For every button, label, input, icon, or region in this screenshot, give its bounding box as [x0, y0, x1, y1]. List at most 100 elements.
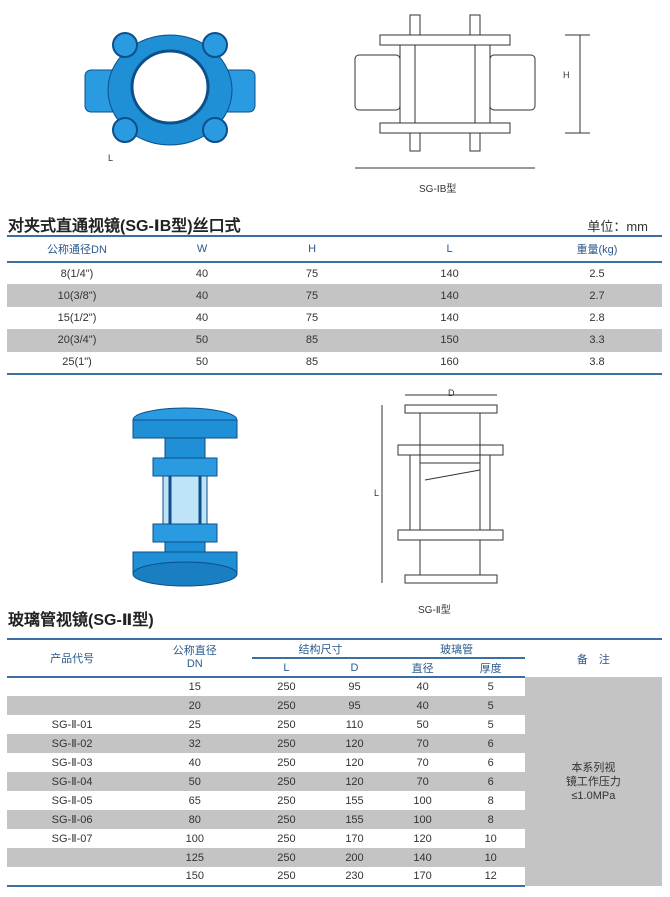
table-cell: 5	[487, 718, 494, 731]
table-cell: 50	[416, 718, 429, 731]
table-cell: 250	[252, 867, 321, 887]
table-cell: 50	[195, 356, 209, 369]
table-cell: 140	[440, 267, 459, 280]
table-cell: 140	[367, 284, 532, 307]
table-cell: 100	[388, 810, 457, 829]
table-cell: 10	[484, 832, 497, 845]
table-cell: 40	[195, 311, 209, 324]
table-cell: 170	[388, 867, 457, 887]
table-cell: 250	[277, 681, 296, 693]
table-cell: 250	[252, 696, 321, 715]
remark-line: 本系列视	[571, 761, 616, 774]
col-header-structure: 结构尺寸	[298, 643, 343, 656]
table-cell: SG-Ⅱ-01	[51, 719, 93, 731]
table-cell: 10(3/8")	[7, 284, 147, 307]
table-cell: 200	[320, 848, 389, 867]
table-cell: 2.8	[589, 311, 605, 324]
table-cell: 5	[456, 696, 525, 715]
table-cell: 32	[137, 734, 253, 753]
table-cell: 65	[188, 794, 201, 807]
table-cell: 3.3	[532, 329, 662, 352]
table-cell: SG-Ⅱ-07	[51, 833, 93, 845]
col-header: 重量(kg)	[532, 236, 662, 263]
col-header-d: D	[320, 657, 389, 678]
table-cell: 2.5	[589, 267, 605, 280]
table-cell: 230	[320, 867, 389, 887]
table-cell: 250	[252, 734, 321, 753]
table-cell: 15(1/2")	[57, 311, 97, 324]
table-cell: 250	[252, 772, 321, 791]
table-cell: 140	[440, 311, 459, 324]
table-cell: SG-Ⅱ-05	[51, 795, 93, 807]
remark-line: 镜工作压力	[565, 775, 621, 788]
remark-cell: 本系列视镜工作压力≤1.0MPa	[524, 677, 662, 886]
table-cell: 125	[137, 848, 253, 867]
table-cell: 6	[456, 734, 525, 753]
sg-2-product-image	[132, 407, 238, 587]
table-cell: 250	[252, 810, 321, 829]
col-header-remark: 备 注	[576, 653, 610, 666]
table-cell: 12	[456, 867, 525, 887]
table-cell: 250	[277, 794, 296, 807]
table-cell: 150	[137, 867, 253, 887]
table-cell: SG-Ⅱ-03	[51, 757, 93, 769]
table-cell: 40	[195, 267, 209, 280]
table-cell: 40	[416, 681, 429, 693]
table-cell: 70	[388, 772, 457, 791]
drawing2-l-label: L	[374, 488, 380, 498]
table-cell: 120	[320, 734, 389, 753]
table-cell: 70	[416, 756, 429, 769]
table-cell: 95	[320, 696, 389, 715]
table-cell	[7, 848, 138, 867]
table-cell: 75	[257, 284, 368, 307]
table-cell: 155	[345, 794, 364, 807]
table-cell: 250	[277, 718, 296, 731]
table-cell: 25	[188, 718, 201, 731]
remark-line: ≤1.0MPa	[571, 789, 616, 802]
table-cell: 50	[137, 772, 253, 791]
table-cell: 140	[388, 848, 457, 867]
table-cell: 160	[440, 356, 459, 369]
table-cell: 25(1")	[62, 356, 92, 369]
col-header-glass-thick: 厚度	[456, 657, 525, 678]
table-cell: 2.7	[532, 284, 662, 307]
table-cell: 120	[320, 772, 389, 791]
table-cell	[7, 696, 138, 715]
table-cell: 250	[252, 848, 321, 867]
col-header-glass-dia: 直径	[388, 657, 457, 678]
table-cell: 100	[413, 794, 432, 807]
col-header: H	[257, 236, 368, 263]
table-cell: 100	[185, 832, 204, 845]
sg-2-technical-drawing	[381, 394, 504, 584]
table-cell: 40	[188, 756, 201, 769]
table-cell: 150	[367, 329, 532, 352]
table-cell: 6	[456, 772, 525, 791]
table-cell: 250	[277, 756, 296, 769]
section2-title: 玻璃管视镜(SG-Ⅱ型)	[8, 612, 154, 629]
table-cell: 250	[277, 832, 296, 845]
table-cell: 80	[137, 810, 253, 829]
table-cell: 40	[388, 696, 457, 715]
section1-title: 对夹式直通视镜(SG-ⅠB型)丝口式	[8, 218, 241, 235]
table-cell: 8	[487, 794, 494, 807]
table-cell: 15	[188, 681, 201, 693]
sg-1b-technical-drawing	[354, 14, 590, 169]
table-cell: 120	[345, 756, 364, 769]
table-cell: 50	[147, 329, 258, 352]
table-cell: SG-Ⅱ-06	[7, 810, 138, 829]
table-cell: 3.8	[589, 356, 605, 369]
table-cell: 10	[456, 848, 525, 867]
table-cell: 85	[257, 329, 368, 352]
col-header: L	[367, 236, 532, 263]
